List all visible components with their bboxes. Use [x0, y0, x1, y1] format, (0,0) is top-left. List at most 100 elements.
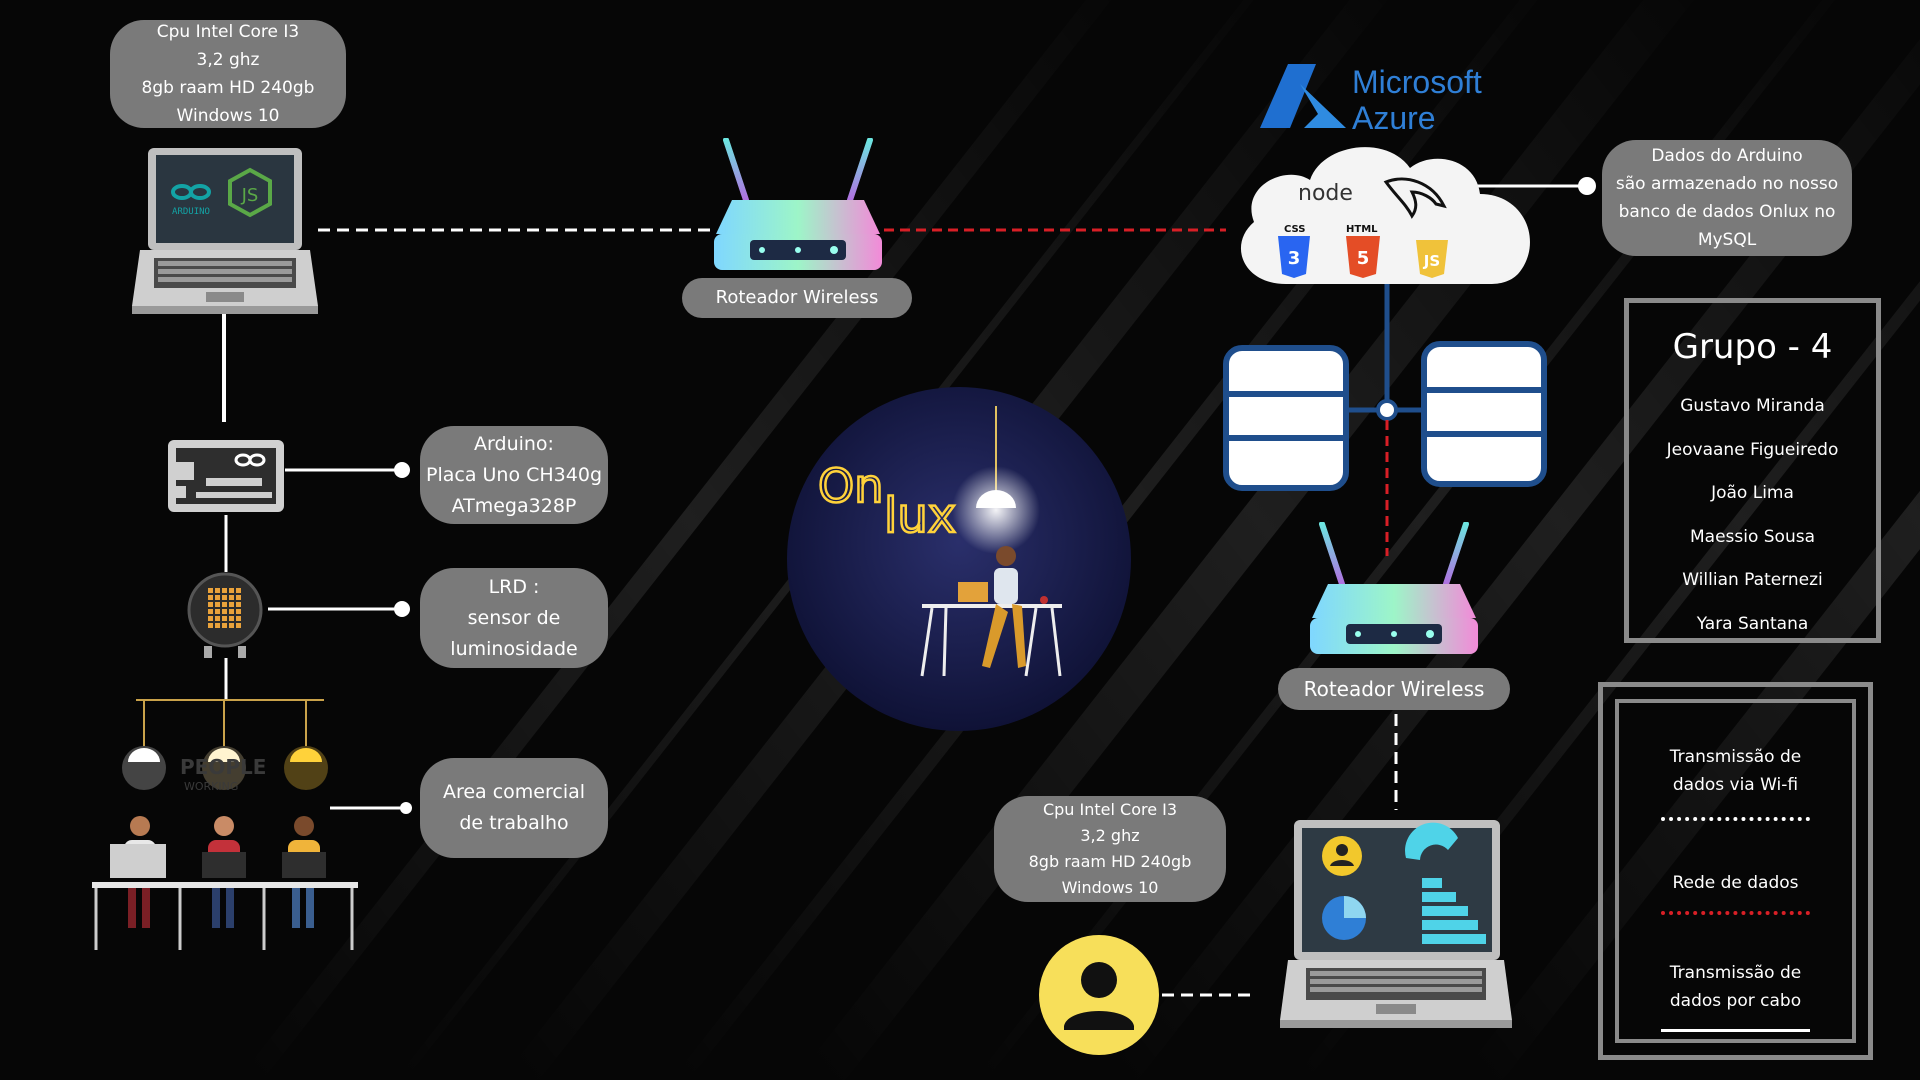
workers-icon: PEOPLE WORKING — [92, 699, 358, 950]
ldr-cell — [229, 588, 234, 593]
member-name: Maessio Sousa — [1689, 526, 1816, 547]
user-avatar-icon — [1039, 935, 1159, 1055]
ldr-cell — [215, 595, 220, 600]
legend-wifi-line2: dados via Wi-fi — [1672, 775, 1799, 795]
spec-line: 8gb raam HD 240gb — [141, 78, 315, 98]
svg-text:5: 5 — [1357, 248, 1370, 269]
ldr-cell — [236, 623, 241, 628]
spec-line: 3,2 ghz — [196, 50, 260, 70]
js-icon: JS — [1416, 240, 1448, 278]
member-name: João Lima — [1711, 483, 1794, 503]
legend-network: Rede de dados — [1672, 873, 1799, 893]
ldr-cell — [229, 602, 234, 607]
legend-cable-line2: dados por cabo — [1669, 991, 1802, 1011]
html-label: HTML — [1346, 224, 1378, 235]
top-laptop-specs: Cpu Intel Core I3 3,2 ghz 8gb raam HD 24… — [110, 20, 346, 128]
ldr-cell — [222, 623, 227, 628]
ldr-cell — [215, 588, 220, 593]
area-line: de trabalho — [459, 812, 569, 834]
note-line: Dados do Arduino — [1651, 146, 1803, 166]
ldr-cell — [215, 616, 220, 621]
ldr-cell — [208, 588, 213, 593]
legend-wifi-line1: Transmissão de — [1669, 747, 1802, 767]
ldr-label: LRD : sensor de luminosidade — [420, 568, 608, 668]
arduino-line: ATmega328P — [451, 494, 577, 517]
router-icon — [714, 138, 882, 270]
bottom-laptop-specs: Cpu Intel Core I3 3,2 ghz 8gb raam HD 24… — [994, 796, 1226, 902]
onlux-logo-icon: On lux — [787, 387, 1131, 731]
html5-icon: HTML 5 — [1346, 224, 1380, 278]
ldr-cell — [208, 595, 213, 600]
azure-line2: Azure — [1352, 100, 1436, 136]
cloud-icon: node CSS 3 HTML 5 JS — [1240, 147, 1530, 284]
ldr-cell — [236, 602, 241, 607]
spec-line: Windows 10 — [1061, 878, 1159, 897]
legend-wifi-swatch — [1661, 817, 1810, 821]
arduino-line: Placa Uno CH340g — [426, 463, 603, 486]
ldr-cell — [215, 602, 220, 607]
azure-logo-icon — [1260, 64, 1346, 128]
azure-line1: Microsoft — [1352, 64, 1482, 100]
ldr-cell — [229, 623, 234, 628]
ldr-cell — [222, 616, 227, 621]
ldr-cell — [229, 616, 234, 621]
dashboard-laptop-icon — [1280, 820, 1512, 1028]
ldr-cell — [236, 588, 241, 593]
ldr-cell — [215, 609, 220, 614]
ldr-sensor-icon — [187, 572, 263, 658]
legend-cable-line1: Transmissão de — [1669, 963, 1802, 983]
member-name: Gustavo Miranda — [1680, 396, 1825, 416]
laptop-screen-js: JS — [241, 185, 259, 206]
ldr-cell — [236, 616, 241, 621]
ldr-cell — [208, 616, 213, 621]
arduino-board-icon — [168, 440, 284, 512]
legend-wifi: Transmissão de dados via Wi-fi — [1619, 743, 1852, 799]
ldr-cell — [222, 609, 227, 614]
azure-title: Microsoft Azure — [1352, 64, 1482, 136]
member-name: Yara Santana — [1696, 613, 1809, 634]
ldr-cell — [208, 609, 213, 614]
area-label: Area comercial de trabalho — [420, 758, 608, 858]
member-name: Jeovaane Figueiredo — [1666, 439, 1839, 460]
ldr-cell — [236, 595, 241, 600]
router-bottom-label: Roteador Wireless — [1278, 668, 1510, 710]
ceiling-lamp-icon — [122, 746, 328, 790]
spec-line: 3,2 ghz — [1080, 826, 1140, 845]
laptop-screen-arduino: ARDUINO — [172, 207, 210, 217]
note-line: MySQL — [1697, 230, 1757, 250]
working-watermark: WORKING — [184, 780, 238, 793]
legend-cable-swatch — [1661, 1029, 1810, 1032]
ldr-cell — [222, 602, 227, 607]
ldr-cell — [236, 609, 241, 614]
svg-text:3: 3 — [1288, 248, 1301, 269]
member-name: Willian Paternezi — [1682, 570, 1823, 590]
js-label: JS — [1423, 252, 1440, 270]
ldr-cell — [208, 623, 213, 628]
ldr-cell — [222, 595, 227, 600]
ldr-cell — [215, 623, 220, 628]
css3-icon: CSS 3 — [1278, 224, 1310, 278]
cloud-note: Dados do Arduino são armazenado no nosso… — [1602, 140, 1852, 256]
spec-line: Windows 10 — [176, 106, 280, 126]
legend-box: Transmissão de dados via Wi-fi Rede de d… — [1598, 682, 1873, 1060]
mysql-dolphin-icon — [1383, 177, 1447, 219]
router-icon — [1310, 522, 1478, 654]
spec-line: Cpu Intel Core I3 — [1042, 800, 1178, 819]
people-watermark: PEOPLE — [180, 755, 266, 779]
database-icon — [1223, 341, 1547, 491]
arduino-line: Arduino: — [474, 432, 554, 455]
group-title: Grupo - 4 — [1672, 327, 1833, 367]
logo-lux: lux — [884, 488, 956, 544]
spec-line: Cpu Intel Core I3 — [156, 22, 300, 42]
ldr-cell — [229, 595, 234, 600]
area-line: Area comercial — [442, 781, 586, 803]
nodejs-hex-icon — [228, 167, 272, 218]
spec-line: 8gb raam HD 240gb — [1028, 852, 1192, 871]
logo-on: On — [818, 459, 883, 513]
arduino-label: Arduino: Placa Uno CH340g ATmega328P — [420, 426, 608, 524]
ldr-line: sensor de — [467, 606, 561, 629]
legend-cable: Transmissão de dados por cabo — [1619, 959, 1852, 1015]
group-box: Grupo - 4 Gustavo Miranda Jeovaane Figue… — [1624, 298, 1881, 643]
ldr-cell — [208, 602, 213, 607]
